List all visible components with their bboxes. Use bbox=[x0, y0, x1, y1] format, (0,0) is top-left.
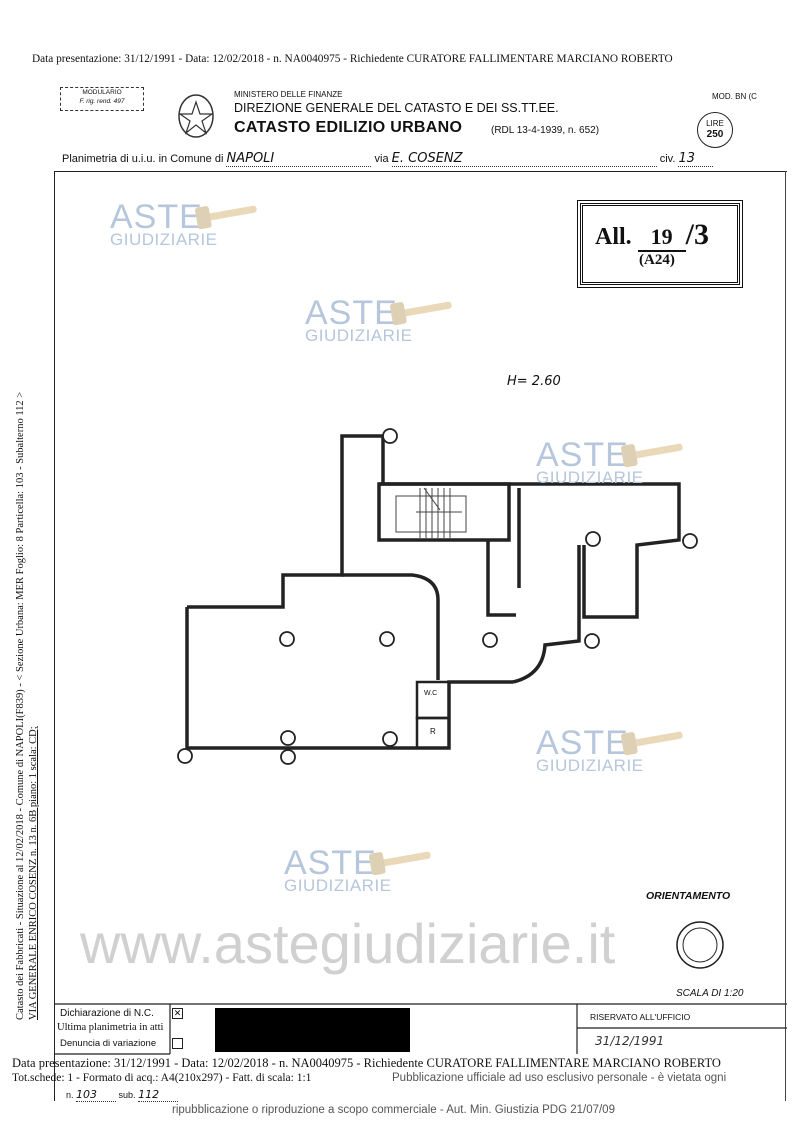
notice-line-2: ripubblicazione o riproduzione a scopo c… bbox=[172, 1104, 615, 1116]
outer-wall-bottom bbox=[185, 607, 513, 750]
wc-label: W.C bbox=[424, 690, 438, 697]
column bbox=[279, 631, 295, 647]
column bbox=[682, 533, 698, 549]
notice-line-1: Pubblicazione ufficiale ad uso esclusivo… bbox=[392, 1072, 727, 1084]
column bbox=[584, 633, 600, 649]
columns bbox=[177, 428, 698, 765]
n-label: n. bbox=[66, 1090, 74, 1100]
sub-label: sub. bbox=[118, 1090, 136, 1100]
frame-top bbox=[54, 171, 787, 172]
via-label: via bbox=[374, 153, 389, 165]
stamp-value: 250 bbox=[706, 129, 724, 140]
comune-value: NAPOLI bbox=[226, 151, 372, 167]
stairs bbox=[395, 495, 467, 533]
law-reference: (RDL 13-4-1939, n. 652) bbox=[491, 125, 600, 136]
column bbox=[382, 428, 398, 444]
column bbox=[280, 730, 296, 746]
storage-label: R bbox=[430, 727, 436, 736]
n-value: 103 bbox=[76, 1088, 117, 1102]
column bbox=[482, 632, 498, 648]
curved-wall bbox=[342, 573, 440, 680]
direction-label: DIREZIONE GENERALE DEL CATASTO E DEI SS.… bbox=[234, 101, 559, 115]
allegato-box: All. 19/3 (A24) bbox=[577, 200, 743, 288]
planimetria-label: Planimetria di u.i.u. in Comune di bbox=[62, 153, 224, 165]
frame-right bbox=[785, 171, 786, 1101]
civ-value: 13 bbox=[678, 151, 714, 167]
denuncia-label: Denuncia di variazione bbox=[60, 1038, 157, 1049]
ultima-planimetria-label: Ultima planimetria in atti bbox=[57, 1022, 164, 1033]
redaction-box bbox=[215, 1008, 410, 1052]
height-note: H= 2.60 bbox=[507, 374, 561, 389]
orientation-compass-icon bbox=[676, 921, 724, 969]
allegato-code: (A24) bbox=[639, 252, 675, 268]
storage-room bbox=[415, 716, 451, 750]
stamp-label: LIRE bbox=[706, 119, 724, 128]
wc-room bbox=[415, 680, 451, 720]
column bbox=[379, 631, 395, 647]
particella-line: n. 103 sub. 112 bbox=[66, 1088, 179, 1102]
tot-schede-line: Tot.schede: 1 - Formato di acq.: A4(210x… bbox=[12, 1072, 312, 1084]
presentation-line-repeat: Data presentazione: 31/12/1991 - Data: 1… bbox=[12, 1056, 721, 1070]
revenue-stamp: LIRE 250 bbox=[697, 112, 733, 148]
model-label: MOD. BN (C bbox=[712, 92, 757, 101]
stair-block bbox=[377, 482, 511, 542]
via-value: E. COSENZ bbox=[391, 151, 657, 167]
curved-wall-right bbox=[512, 545, 581, 684]
allegato-prefix: All. bbox=[595, 224, 632, 250]
document-title: CATASTO EDILIZIO URBANO bbox=[234, 119, 463, 136]
column bbox=[585, 531, 601, 547]
modulario-ref: F. rig. rend. 497 bbox=[79, 98, 125, 105]
ministry-label: MINISTERO DELLE FINANZE bbox=[234, 90, 343, 99]
presentation-line: Data presentazione: 31/12/1991 - Data: 1… bbox=[32, 53, 673, 65]
planimetria-line: Planimetria di u.i.u. in Comune di NAPOL… bbox=[62, 151, 714, 167]
column bbox=[177, 748, 193, 764]
dichiarazione-checkbox[interactable]: ✕ bbox=[172, 1008, 183, 1019]
ultima-checkbox[interactable] bbox=[172, 1038, 183, 1049]
column bbox=[280, 749, 296, 765]
riservato-label: RISERVATO ALL'UFFICIO bbox=[590, 1012, 691, 1022]
republic-emblem-icon bbox=[178, 94, 214, 138]
column bbox=[382, 731, 398, 747]
allegato-suffix: /3 bbox=[685, 218, 710, 251]
sub-value: 112 bbox=[138, 1088, 179, 1102]
footer-grid bbox=[54, 1003, 787, 1055]
main-room-outline bbox=[187, 434, 385, 609]
office-date: 31/12/1991 bbox=[595, 1034, 665, 1048]
corridor-wall bbox=[486, 540, 516, 617]
scale-label: SCALA DI 1:20 bbox=[676, 988, 744, 999]
frame-left bbox=[54, 171, 55, 1101]
modulario-label: MODULARIO bbox=[82, 89, 122, 96]
right-wing-outline bbox=[379, 482, 681, 619]
orientamento-label: ORIENTAMENTO bbox=[646, 890, 731, 902]
civ-label: civ. bbox=[659, 153, 676, 165]
modulario-box: MODULARIO F. rig. rend. 497 bbox=[60, 87, 144, 111]
allegato-number: 19 bbox=[637, 224, 686, 252]
dichiarazione-label: Dichiarazione di N.C. bbox=[60, 1008, 154, 1019]
